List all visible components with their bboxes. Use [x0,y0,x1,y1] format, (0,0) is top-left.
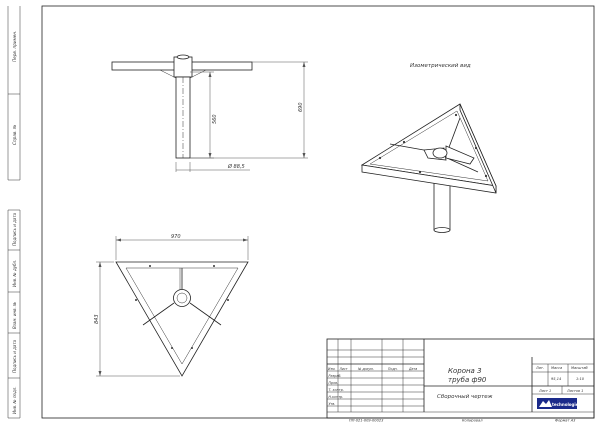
col-header-0: Изм. [328,367,336,371]
iso-pipe-end [433,227,451,233]
front-hub [173,56,193,78]
strip-label-2: Подпись и дата [12,212,17,246]
strip-label-4: Взам. инв. № [12,302,17,329]
col-header-3: Подп. [388,367,398,371]
top-view: 970 843 [94,234,249,377]
front-view: 560 690 Ø 88,5 [111,54,308,172]
row-label-1: Пров. [329,381,339,385]
drawing-code: ПП-021-009-00023 [349,419,384,423]
iso-hub [432,147,448,159]
title-name-1: Корона 3 [448,367,482,375]
hdr-mass: Масса [551,366,562,370]
col-header-4: Дата [408,367,417,371]
side-strip: Перв. примен. Справ. № Подпись и дата Ин… [7,6,21,419]
format-label: Формат A3 [555,419,576,423]
hdr-lit: Лит. [535,366,544,370]
sheets-total: Листов 1 [566,389,583,393]
sheet-no: Лист 1 [538,389,551,393]
company-logo: technologies [537,398,582,409]
scale-value: 1:10 [576,377,585,381]
mass-value: 95,14 [551,377,562,381]
strip-label-3: Инв. № дубл. [12,260,17,287]
dim-560: 560 [212,114,218,124]
title-block: Изм. Лист № докум. Подп. Дата Разраб. Пр… [326,338,595,423]
logo-text: technologies [552,402,582,407]
doc-type: Сборочный чертеж [437,394,493,400]
row-label-3: Н.контр. [329,395,344,399]
isometric-view: Изометрический вид [360,63,497,233]
dim-843: 843 [94,314,100,324]
col-header-2: № докум. [357,367,374,371]
row-label-4: Утв. [329,402,336,406]
strip-label-0: Перв. примен. [12,31,17,62]
hdr-scale: Масштаб [571,366,588,370]
strip-label-1: Справ. № [12,124,17,145]
title-name-2: труба ф90 [448,376,487,384]
row-label-0: Разраб. [329,374,342,378]
strip-label-6: Инв. № подл. [12,386,17,414]
sheet-border [41,5,595,419]
top-hub-outer [173,289,191,307]
dim-diameter: Ø 88,5 [227,163,245,170]
col-header-1: Лист [339,367,348,371]
copied-label: Копировал [462,419,483,423]
dim-970: 970 [171,234,181,240]
strip-label-5: Подпись и дата [12,339,17,373]
dim-690: 690 [298,102,304,112]
iso-title: Изометрический вид [410,63,471,69]
front-hub-top [176,54,190,60]
row-label-2: Т. контр. [329,388,344,392]
top-frame-outer [115,261,249,377]
